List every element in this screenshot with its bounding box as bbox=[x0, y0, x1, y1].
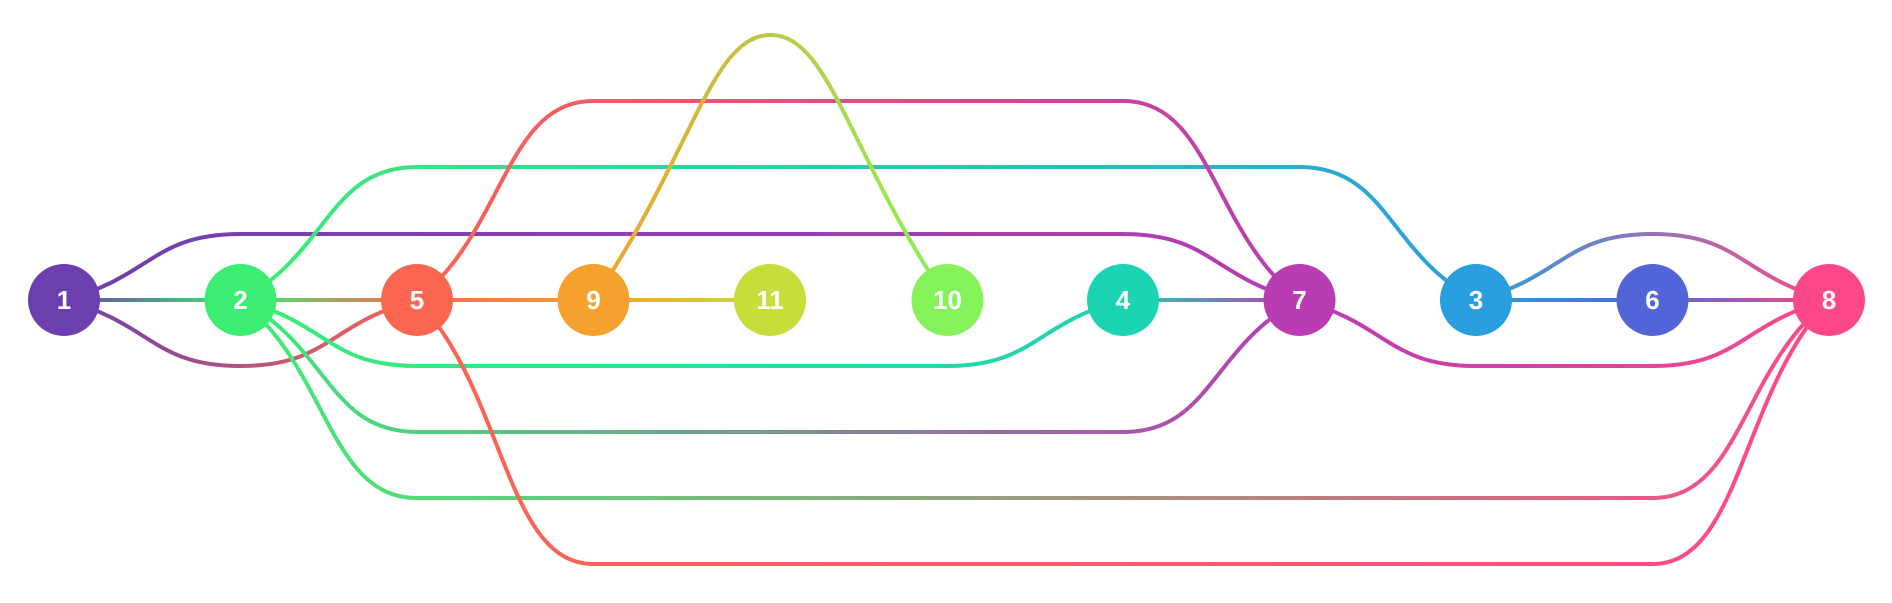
node-9-label: 9 bbox=[586, 285, 600, 315]
node-3-label: 3 bbox=[1469, 285, 1483, 315]
node-9[interactable]: 9 bbox=[557, 264, 630, 336]
node-6-circle[interactable] bbox=[1616, 264, 1689, 336]
node-7-circle[interactable] bbox=[1263, 264, 1336, 336]
node-1-label: 1 bbox=[57, 285, 71, 315]
edge-2-7 bbox=[238, 298, 1302, 434]
node-3-circle[interactable] bbox=[1440, 264, 1512, 336]
node-5-circle[interactable] bbox=[381, 264, 453, 336]
edge-1-5 bbox=[62, 298, 419, 369]
node-6-label: 6 bbox=[1645, 285, 1659, 315]
node-8-circle[interactable] bbox=[1793, 264, 1865, 336]
edge-7-8 bbox=[1297, 298, 1831, 368]
node-11-label: 11 bbox=[756, 285, 784, 315]
node-11[interactable]: 11 bbox=[734, 264, 806, 336]
node-11-circle[interactable] bbox=[734, 264, 806, 336]
node-9-circle[interactable] bbox=[557, 264, 630, 336]
edge-2-4 bbox=[238, 298, 1125, 368]
node-10-circle[interactable] bbox=[911, 264, 984, 336]
node-5-label: 5 bbox=[410, 285, 424, 315]
node-2[interactable]: 2 bbox=[204, 264, 277, 336]
node-4-label: 4 bbox=[1116, 285, 1131, 315]
edge-1-7 bbox=[62, 232, 1302, 302]
node-1[interactable]: 1 bbox=[28, 264, 100, 336]
node-3[interactable]: 3 bbox=[1440, 264, 1512, 336]
edge-9-10 bbox=[591, 32, 950, 302]
node-2-circle[interactable] bbox=[204, 264, 277, 336]
node-10[interactable]: 10 bbox=[911, 264, 984, 336]
edge-3-8 bbox=[1474, 231, 1831, 302]
node-7-label: 7 bbox=[1292, 285, 1306, 315]
node-4-circle[interactable] bbox=[1087, 264, 1159, 336]
node-8-label: 8 bbox=[1822, 285, 1836, 315]
edge-5-8 bbox=[415, 298, 1831, 566]
edge-2-3 bbox=[238, 165, 1478, 302]
node-10-label: 10 bbox=[933, 285, 962, 315]
node-8[interactable]: 8 bbox=[1793, 264, 1865, 336]
edge-5-7 bbox=[415, 99, 1302, 302]
node-4[interactable]: 4 bbox=[1087, 264, 1159, 336]
node-2-label: 2 bbox=[233, 285, 247, 315]
node-7[interactable]: 7 bbox=[1263, 264, 1336, 336]
node-6[interactable]: 6 bbox=[1616, 264, 1689, 336]
nodes-layer: 1 2 5 9 11 10 4 7 3 6 8 bbox=[28, 264, 1865, 336]
node-5[interactable]: 5 bbox=[381, 264, 453, 336]
edge-2-8 bbox=[238, 298, 1831, 500]
node-1-circle[interactable] bbox=[28, 264, 100, 336]
